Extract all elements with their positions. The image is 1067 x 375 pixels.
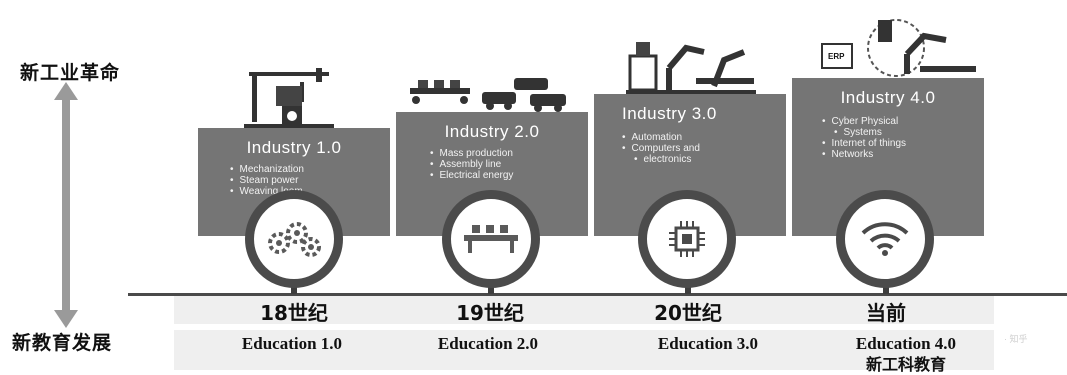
erp-label: ERP [828,52,845,61]
bullet-item: Mass production [430,148,513,159]
industry-2-bullets: Mass production Assembly line Electrical… [430,148,514,181]
chip-icon [669,221,705,257]
education-label-3: Education 3.0 [657,334,759,353]
bullet-item: Computers and [622,143,700,154]
education-label-4: Education 4.0 [855,334,957,353]
stage-2-circle [442,190,540,288]
timeline-line [128,293,1067,296]
robot-arm-factory-icon [626,42,756,94]
century-label-4: 当前 [866,301,906,325]
bullet-item: electronics [622,154,700,165]
bullet-item: Electrical energy [430,170,514,181]
industry-1-bullets: Mechanization Steam power Weaving loom [230,164,304,197]
stage-3-circle [638,190,736,288]
century-label-3: 20世纪 [654,301,722,325]
education-label-2: Education 2.0 [437,334,539,353]
assembly-cars-icon [410,78,566,112]
bullet-item: Mechanization [230,164,304,175]
industry-2-title: Industry 2.0 [444,122,540,141]
century-label-2: 19世纪 [456,301,524,325]
bullet-item: Cyber Physical [822,116,906,127]
bullet-item: Assembly line [430,159,513,170]
industry-3-bullets: Automation Computers and electronics [622,132,700,165]
top-label: 新工业革命 [20,62,121,84]
bullet-item: Networks [822,149,906,160]
stage-4-circle [836,190,934,288]
bullet-item: Steam power [230,175,304,186]
industry-3-title: Industry 3.0 [622,104,717,123]
gears-icon [268,222,321,257]
industry-1-title: Industry 1.0 [246,138,342,157]
bullet-item: Automation [622,132,700,143]
bullet-item: Internet of things [822,138,907,149]
wifi-icon [861,222,909,256]
education-band [174,330,994,370]
iot-network-icon [821,19,976,77]
stage-1-circle [245,190,343,288]
industry-4-bullets: Cyber Physical Systems Internet of thing… [822,116,907,160]
industry-4-title: Industry 4.0 [840,88,936,107]
century-band [174,296,994,324]
education-label-1: Education 1.0 [241,334,343,353]
steam-engine-icon [244,68,334,130]
bullet-item: Weaving loom [230,186,304,197]
bullet-item: Systems [822,127,906,138]
education-sub-label-4: 新工科教育 [865,355,946,374]
watermark: · 知乎 [1004,334,1028,344]
conveyor-icon [464,225,518,253]
vertical-double-arrow-icon [54,82,78,328]
century-label-1: 18世纪 [260,301,328,325]
bottom-label: 新教育发展 [12,332,113,354]
